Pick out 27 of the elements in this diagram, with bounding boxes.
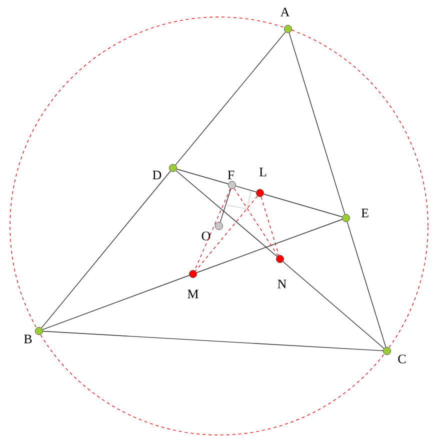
line-segment [263, 194, 342, 218]
line-segment [234, 188, 278, 256]
point-label: F [228, 170, 234, 180]
line-segment [42, 275, 190, 330]
line-segment [42, 330, 384, 352]
point-label: N [278, 280, 286, 288]
line-segment [288, 32, 346, 215]
line-segment [196, 219, 343, 273]
line-segment [194, 188, 231, 271]
point-label: B [24, 334, 32, 344]
line-segment [260, 196, 280, 256]
line-segment [175, 32, 286, 166]
point-label: C [398, 354, 406, 364]
line-segment [236, 186, 256, 192]
point-label: E [361, 208, 368, 218]
line-segment [195, 196, 258, 272]
line-segment [41, 170, 171, 328]
line-segment [176, 170, 278, 257]
point-label: A [280, 8, 290, 16]
line-segment [220, 188, 232, 223]
point-label: M [188, 290, 198, 298]
line-segment [346, 221, 386, 348]
point-label: O [202, 232, 210, 240]
line-segment [282, 261, 384, 349]
point-label: D [152, 170, 162, 180]
line-segment [176, 168, 228, 184]
point-label: L [259, 168, 266, 176]
